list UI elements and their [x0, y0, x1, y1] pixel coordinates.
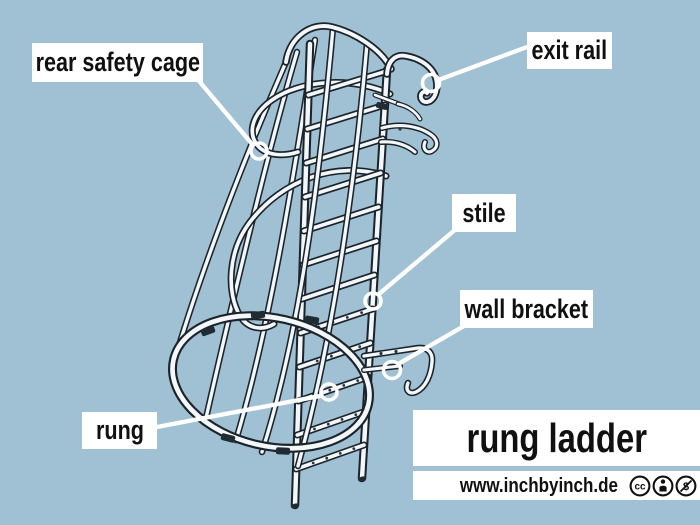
- cage-bottom-hoop: [168, 311, 374, 453]
- label-rear-safety-cage: rear safety cage: [32, 43, 203, 82]
- label-rung-text: rung: [95, 415, 144, 445]
- website-url: www.inchbyinch.de: [459, 474, 618, 497]
- leader-rear-safety-cage: [196, 78, 269, 161]
- leader-exit-rail: [420, 44, 530, 94]
- label-rung: rung: [82, 412, 157, 449]
- attribution-icon: [652, 475, 674, 496]
- label-wall-bracket-text: wall bracket: [464, 293, 589, 324]
- cage-back-straps: [173, 36, 319, 444]
- license-icons: cc $: [629, 475, 697, 496]
- label-exit-rail: exit rail: [527, 32, 612, 69]
- exit-rail-tube: [372, 51, 441, 122]
- leader-stile: [363, 226, 459, 311]
- non-commercial-icon: $: [675, 475, 697, 496]
- cage-front-straps: [258, 24, 371, 470]
- label-exit-rail-text: exit rail: [531, 35, 608, 65]
- poster-title: rung ladder: [466, 414, 647, 461]
- lower-wall-bracket: [360, 344, 436, 397]
- label-rear-safety-cage-text: rear safety cage: [35, 47, 200, 77]
- upper-wall-bracket: [378, 122, 440, 155]
- svg-text:cc: cc: [634, 481, 646, 492]
- title-bar: rung ladder: [413, 410, 700, 466]
- label-wall-bracket: wall bracket: [460, 290, 593, 328]
- label-stile-text: stile: [462, 197, 506, 228]
- cc-icon: cc: [629, 475, 651, 496]
- credit-bar: www.inchbyinch.de cc $: [413, 471, 700, 500]
- leader-rung: [154, 382, 339, 430]
- cage-top-dome: [282, 22, 395, 73]
- label-stile: stile: [452, 194, 516, 232]
- leader-wall-bracket: [381, 323, 467, 381]
- hoop-clamp-tabs: [200, 101, 389, 455]
- stile-tube-ends: [290, 476, 367, 509]
